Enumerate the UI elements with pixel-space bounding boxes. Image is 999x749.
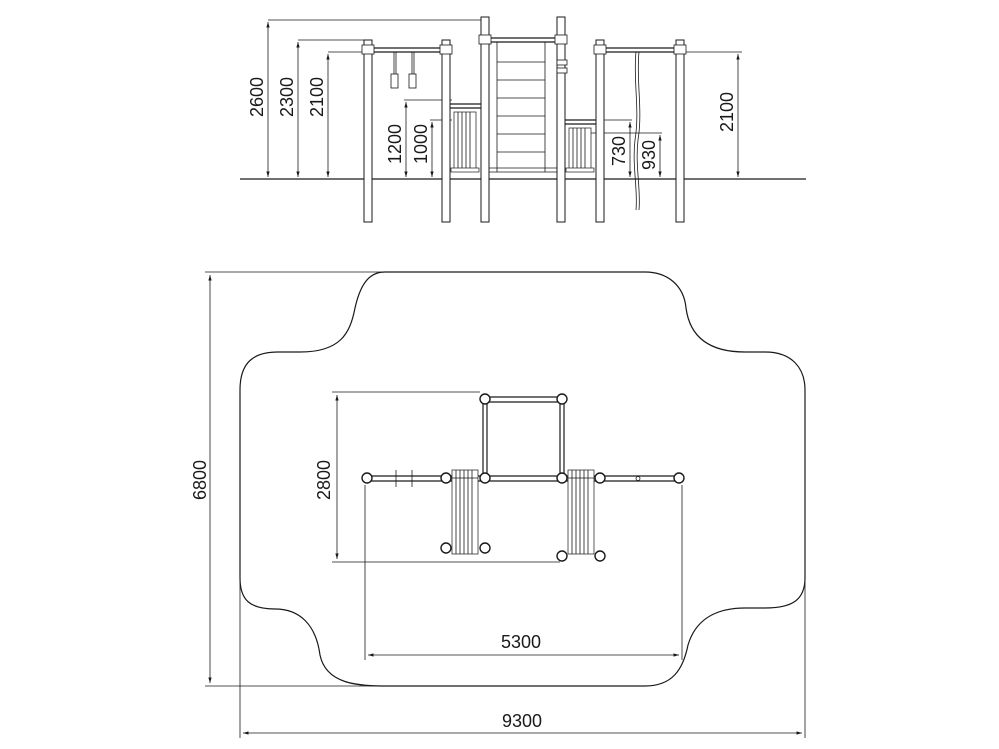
- safety-zone-outline: [239, 271, 806, 687]
- dim-9300: 9300: [502, 711, 542, 731]
- plan-main-bars: [370, 396, 678, 482]
- right-bench: [565, 119, 596, 173]
- equipment-depth-dimension: [332, 391, 560, 563]
- dim-2100-right: 2100: [717, 92, 737, 132]
- dim-930: 930: [639, 140, 659, 170]
- plan-left-bench: [451, 469, 479, 555]
- plan-posts: [361, 393, 685, 562]
- height-dimension-lines: [266, 22, 740, 177]
- plan-view: 6800 9300 2800 5300: [190, 271, 806, 738]
- wall-bars: [489, 42, 568, 173]
- climbing-rope: [633, 51, 641, 211]
- depth-dimension: [205, 271, 390, 687]
- width-dimension: [239, 578, 806, 738]
- dim-6800: 6800: [190, 460, 210, 500]
- post-collars: [361, 34, 687, 55]
- equipment-width-dimension: [364, 485, 683, 660]
- gymnastic-rings: [390, 52, 417, 89]
- elevation-view: 2600 2300 2100 1200 1000 730 930 2100: [240, 16, 806, 223]
- top-bars: [370, 37, 678, 53]
- plan-right-bench: [567, 469, 595, 555]
- dim-1000: 1000: [411, 124, 431, 164]
- dim-2300: 2300: [277, 77, 297, 117]
- plan-ring-marks: [395, 470, 641, 487]
- dim-5300: 5300: [501, 632, 541, 652]
- dim-2100-left: 2100: [307, 77, 327, 117]
- dim-2600: 2600: [247, 77, 267, 117]
- dim-730: 730: [609, 136, 629, 166]
- dim-2800: 2800: [314, 460, 334, 500]
- left-bench: [450, 103, 481, 173]
- dim-1200: 1200: [385, 124, 405, 164]
